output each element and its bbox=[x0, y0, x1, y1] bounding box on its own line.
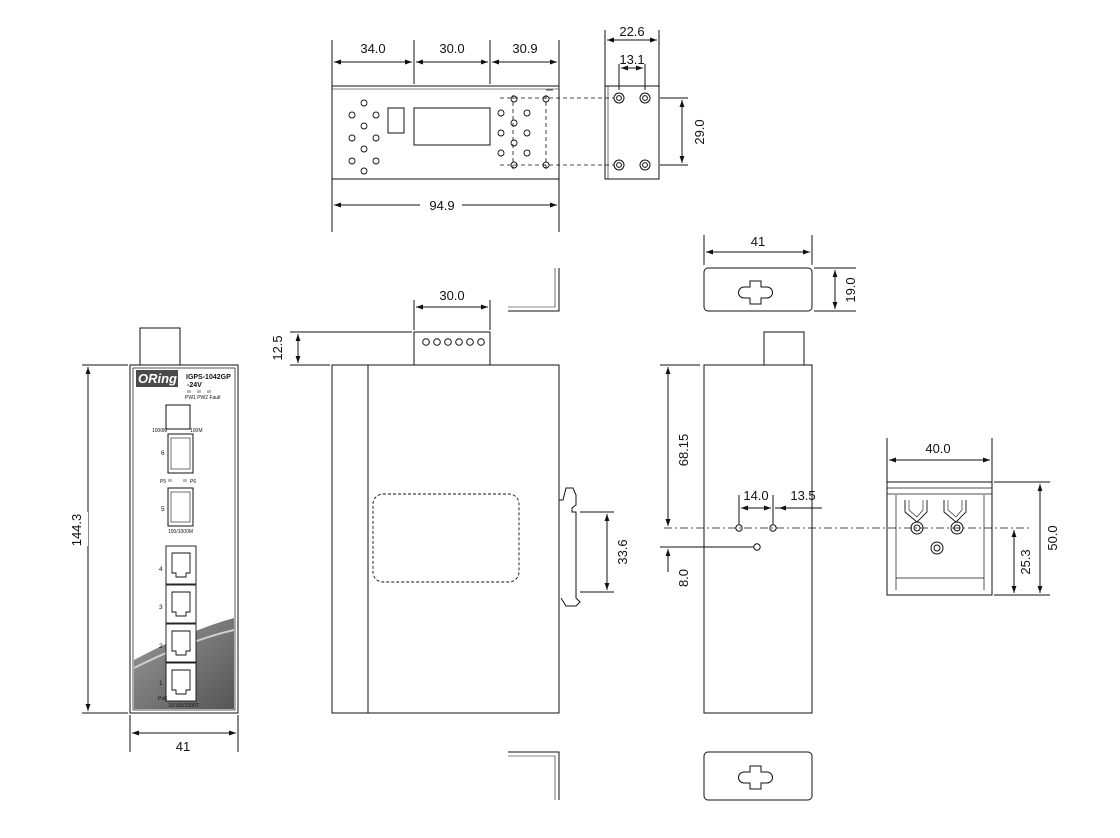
port-5-speed: 100/1000M bbox=[168, 529, 193, 535]
rj45-port-1-label: 1 bbox=[159, 680, 163, 687]
dim-text-25-3: 25.3 bbox=[1018, 549, 1033, 574]
device-labels: ORing IGPS-1042GP -24V PW1 PW2 Fault 100… bbox=[138, 371, 231, 709]
dim-text-14: 14.0 bbox=[743, 488, 768, 503]
dim-text-33-6: 33.6 bbox=[615, 539, 630, 564]
rj45-port-2-label: 2 bbox=[159, 643, 163, 650]
dim-text-68-15: 68.15 bbox=[676, 434, 691, 467]
front-view bbox=[82, 327, 239, 752]
dim-text-12-5: 12.5 bbox=[270, 335, 285, 360]
dim-text-13-5: 13.5 bbox=[790, 488, 815, 503]
din-clip bbox=[886, 438, 1050, 596]
back-view bbox=[660, 235, 1030, 801]
top-view bbox=[331, 40, 614, 232]
dim-text-13-1: 13.1 bbox=[619, 52, 644, 67]
port-5-label: 5 bbox=[161, 506, 165, 513]
side-view bbox=[290, 268, 614, 800]
led-p6-label: P6 bbox=[190, 479, 196, 485]
dim-text-29: 29.0 bbox=[692, 119, 707, 144]
rj45-port-4-label: 4 bbox=[159, 566, 163, 573]
side-top-view bbox=[604, 30, 688, 180]
dim-text-19: 19.0 bbox=[843, 277, 858, 302]
dim-text-8: 8.0 bbox=[676, 569, 691, 587]
oring-logo: ORing bbox=[138, 371, 177, 386]
dim-text-41-back: 41 bbox=[751, 234, 765, 249]
dim-text-144-3: 144.3 bbox=[69, 514, 84, 547]
dim-text-30-9: 30.9 bbox=[512, 41, 537, 56]
dimension-labels: 34.0 30.0 30.9 94.9 22.6 13.1 29.0 144.3… bbox=[69, 24, 1060, 754]
dim-text-50: 50.0 bbox=[1045, 525, 1060, 550]
dim-text-30-side: 30.0 bbox=[439, 288, 464, 303]
rj45-port-3-label: 3 bbox=[159, 604, 163, 611]
poe-label: PoE bbox=[158, 696, 168, 702]
model-name: IGPS-1042GP bbox=[186, 374, 231, 381]
rj45-speed-label: 10/100/1000T bbox=[168, 703, 199, 709]
dim-text-34: 34.0 bbox=[360, 41, 385, 56]
port-6-label: 6 bbox=[161, 450, 165, 457]
led-p5-label: P5 bbox=[160, 479, 166, 485]
dim-text-94-9: 94.9 bbox=[429, 198, 454, 213]
dim-text-30-top: 30.0 bbox=[439, 41, 464, 56]
dim-text-41-front: 41 bbox=[176, 739, 190, 754]
led-labels: PW1 PW2 Fault bbox=[185, 395, 221, 401]
sfp-top-left-label: 1000M bbox=[152, 428, 167, 434]
dim-text-22-6: 22.6 bbox=[619, 24, 644, 39]
sfp-top-right-label: 100M bbox=[190, 428, 203, 434]
model-suffix: -24V bbox=[187, 382, 202, 389]
dim-text-40: 40.0 bbox=[925, 441, 950, 456]
